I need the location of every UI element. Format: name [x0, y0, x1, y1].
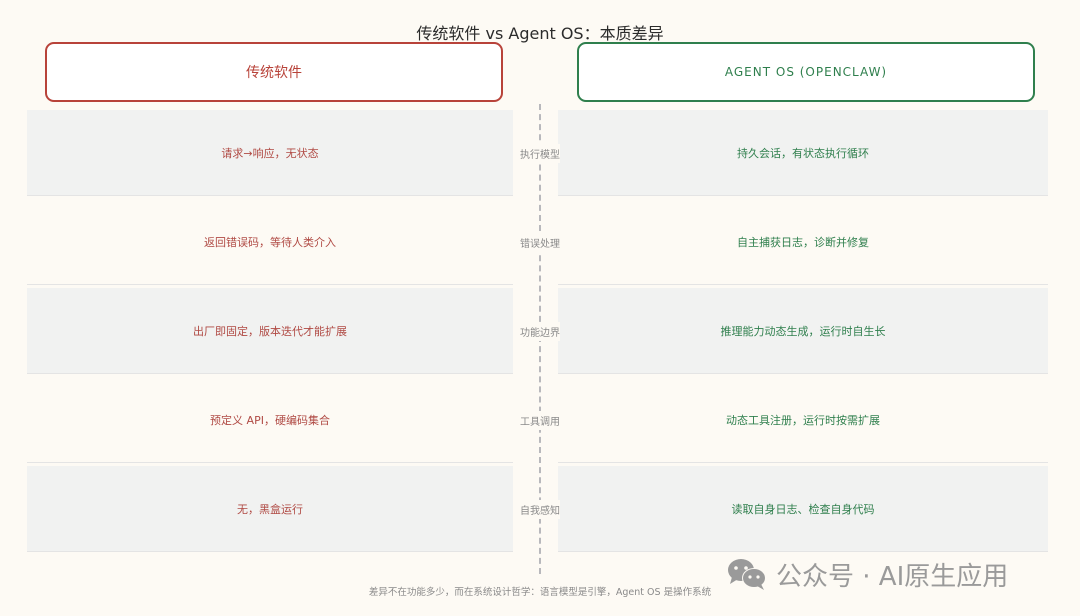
aspect-label: 执行模型 [509, 110, 571, 196]
traditional-cell: 请求→响应，无状态 [27, 110, 513, 196]
aspect-label: 工具调用 [509, 377, 571, 463]
agent-os-cell: 读取自身日志、检查自身代码 [558, 466, 1048, 552]
agent-os-cell: 自主捕获日志，诊断并修复 [558, 199, 1048, 285]
diagram-title: 传统软件 vs Agent OS：本质差异 [416, 24, 664, 43]
comparison-row: 出厂即固定，版本迭代才能扩展 推理能力动态生成，运行时自生长 功能边界 [0, 288, 1080, 374]
watermark: 公众号 · AI原生应用 [726, 556, 1008, 592]
comparison-row: 返回错误码，等待人类介入 自主捕获日志，诊断并修复 错误处理 [0, 199, 1080, 285]
aspect-label: 功能边界 [509, 288, 571, 374]
agent-os-cell: 动态工具注册，运行时按需扩展 [558, 377, 1048, 463]
agent-os-label: AGENT OS (OPENCLAW) [724, 65, 888, 79]
traditional-software-header: 传统软件 [45, 42, 503, 102]
comparison-row: 请求→响应，无状态 持久会话，有状态执行循环 执行模型 [0, 110, 1080, 196]
comparison-row: 无，黑盒运行 读取自身日志、检查自身代码 自我感知 [0, 466, 1080, 552]
footer-caption: 差异不在功能多少，而在系统设计哲学：语言模型是引擎，Agent OS 是操作系统 [368, 587, 712, 598]
traditional-cell: 无，黑盒运行 [27, 466, 513, 552]
traditional-cell: 返回错误码，等待人类介入 [27, 199, 513, 285]
traditional-cell: 出厂即固定，版本迭代才能扩展 [27, 288, 513, 374]
watermark-text: 公众号 · AI原生应用 [776, 561, 1009, 592]
aspect-label: 错误处理 [509, 199, 571, 285]
agent-os-header: AGENT OS (OPENCLAW) [577, 42, 1035, 102]
comparison-row: 预定义 API，硬编码集合 动态工具注册，运行时按需扩展 工具调用 [0, 377, 1080, 463]
aspect-label: 自我感知 [509, 466, 571, 552]
traditional-software-label: 传统软件 [246, 65, 302, 81]
agent-os-cell: 持久会话，有状态执行循环 [558, 110, 1048, 196]
traditional-cell: 预定义 API，硬编码集合 [27, 377, 513, 463]
agent-os-cell: 推理能力动态生成，运行时自生长 [558, 288, 1048, 374]
wechat-icon [726, 557, 768, 591]
